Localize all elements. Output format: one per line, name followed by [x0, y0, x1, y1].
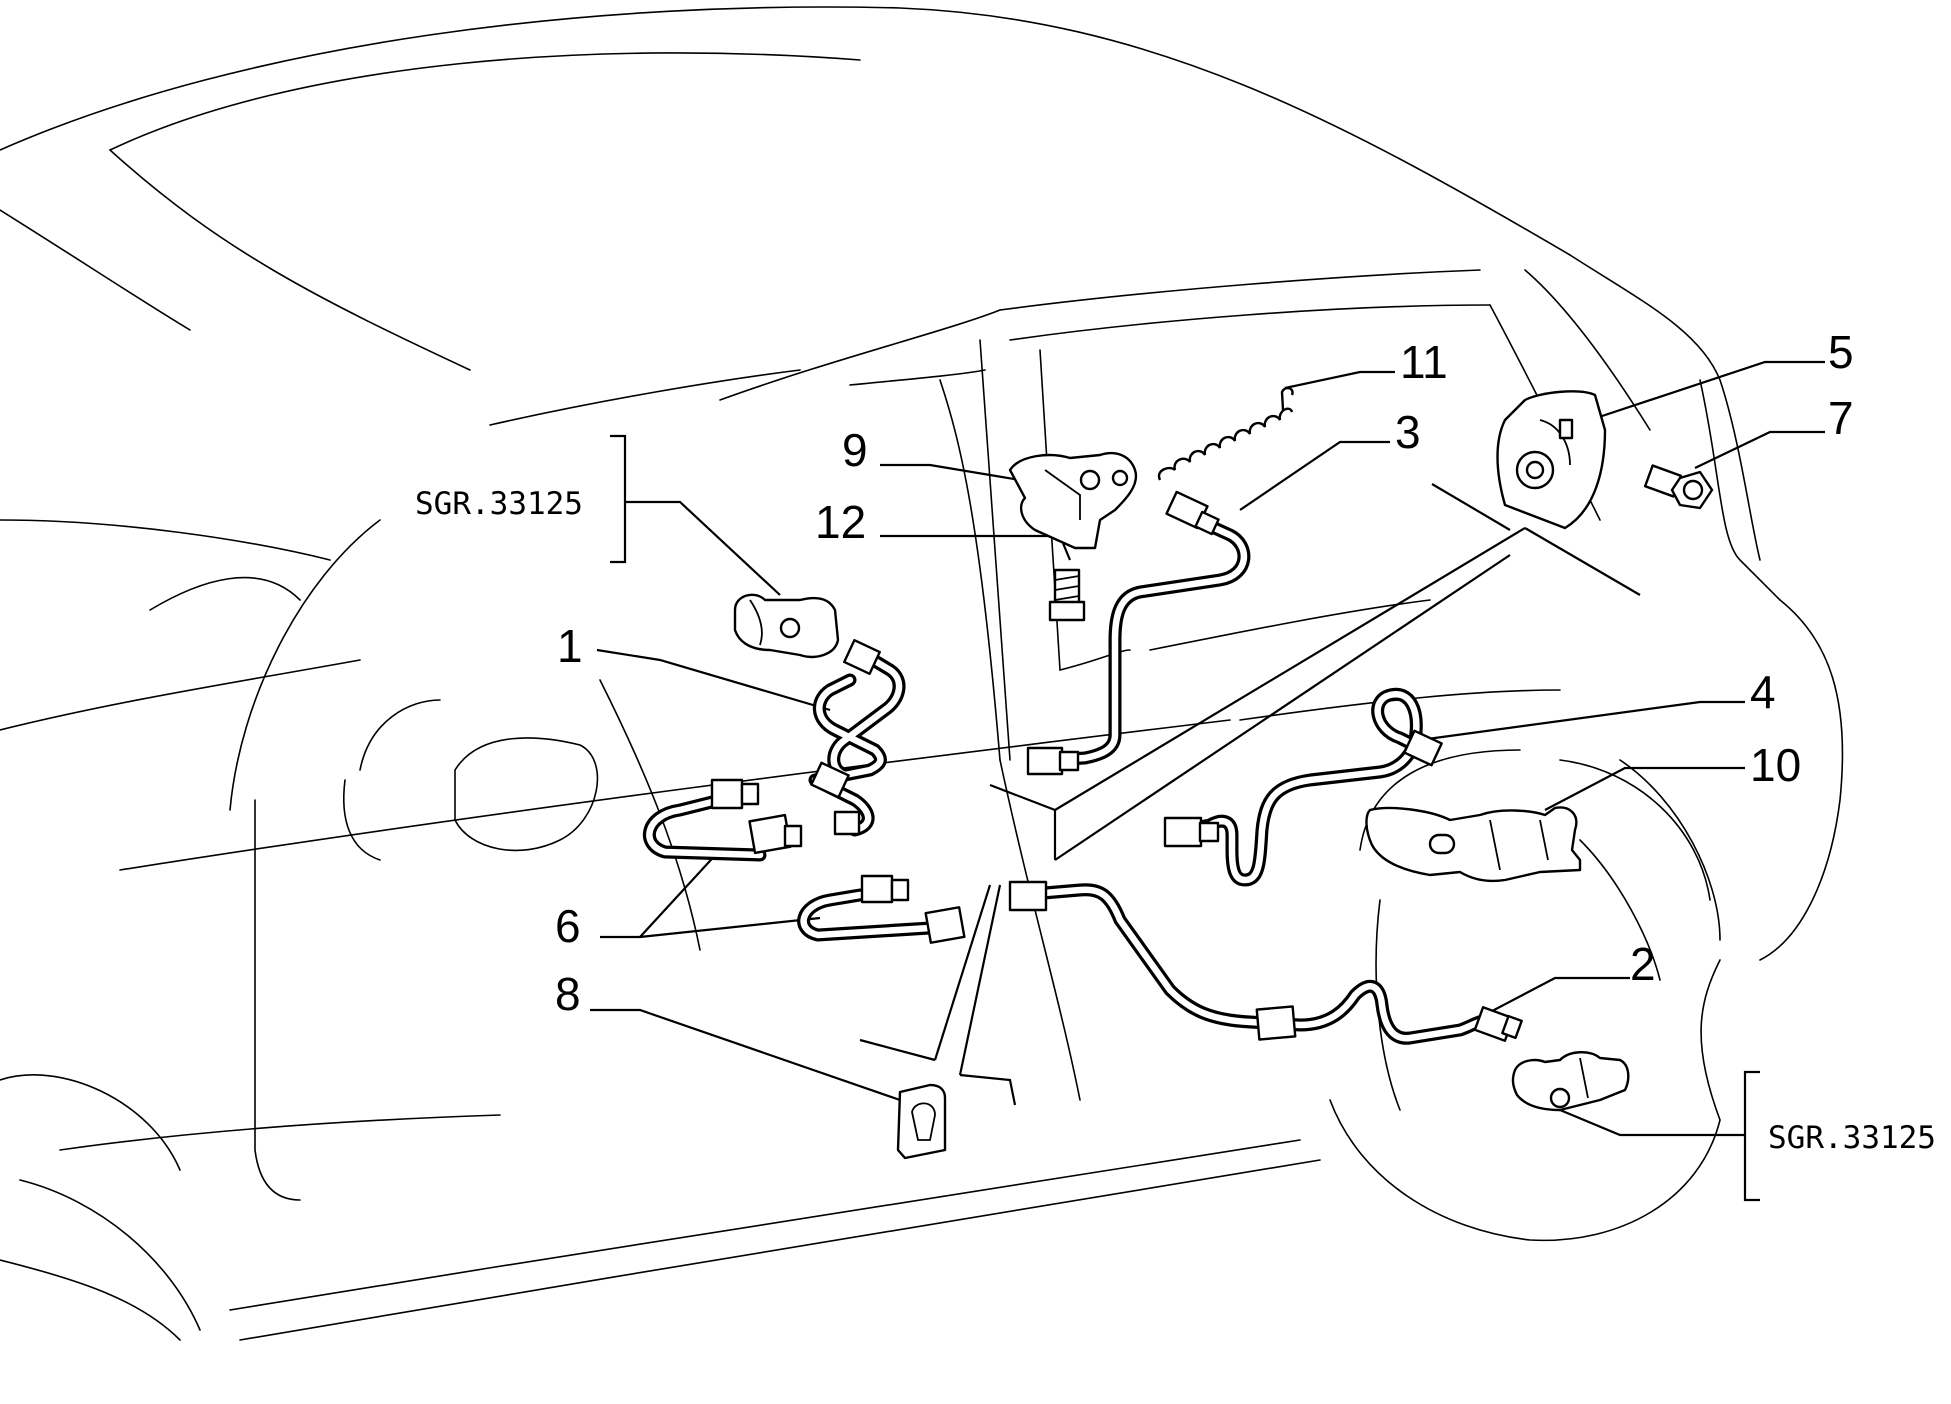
- callout-1: 1: [557, 620, 583, 672]
- callout-3: 3: [1395, 406, 1421, 458]
- bolt-part: [1643, 464, 1714, 510]
- callout-7: 7: [1828, 392, 1854, 444]
- callout-12: 12: [815, 496, 866, 548]
- reference-code-left: SGR.33125: [415, 486, 583, 522]
- callout-4: 4: [1750, 666, 1776, 718]
- pipe-clip-part: [896, 1083, 947, 1160]
- callout-6: 6: [555, 900, 581, 952]
- reference-labels: SGR.33125 SGR.33125: [415, 486, 1936, 1156]
- screw-part: [1048, 568, 1086, 622]
- callout-8: 8: [555, 968, 581, 1020]
- callout-9: 9: [842, 424, 868, 476]
- pipe-fittings: [710, 490, 1523, 1042]
- spring-part: [1157, 386, 1294, 481]
- callout-5: 5: [1828, 326, 1854, 378]
- callout-11: 11: [1400, 336, 1448, 388]
- brake-cylinder-part: [1365, 806, 1582, 883]
- reference-code-right: SGR.33125: [1768, 1120, 1936, 1156]
- callout-2: 2: [1630, 938, 1656, 990]
- brake-pipes: [642, 503, 1502, 1045]
- pressure-regulator-part: [1008, 451, 1138, 550]
- callout-10: 10: [1750, 739, 1801, 791]
- leader-lines: [590, 360, 1825, 1202]
- rear-cylinder-reference-part: [1511, 1051, 1630, 1112]
- callout-labels: 1 2 3 4 5 6 7 8 9 10 11 12: [555, 326, 1854, 1020]
- bracket-part: [1496, 390, 1607, 530]
- front-caliper-reference-part: [733, 593, 840, 659]
